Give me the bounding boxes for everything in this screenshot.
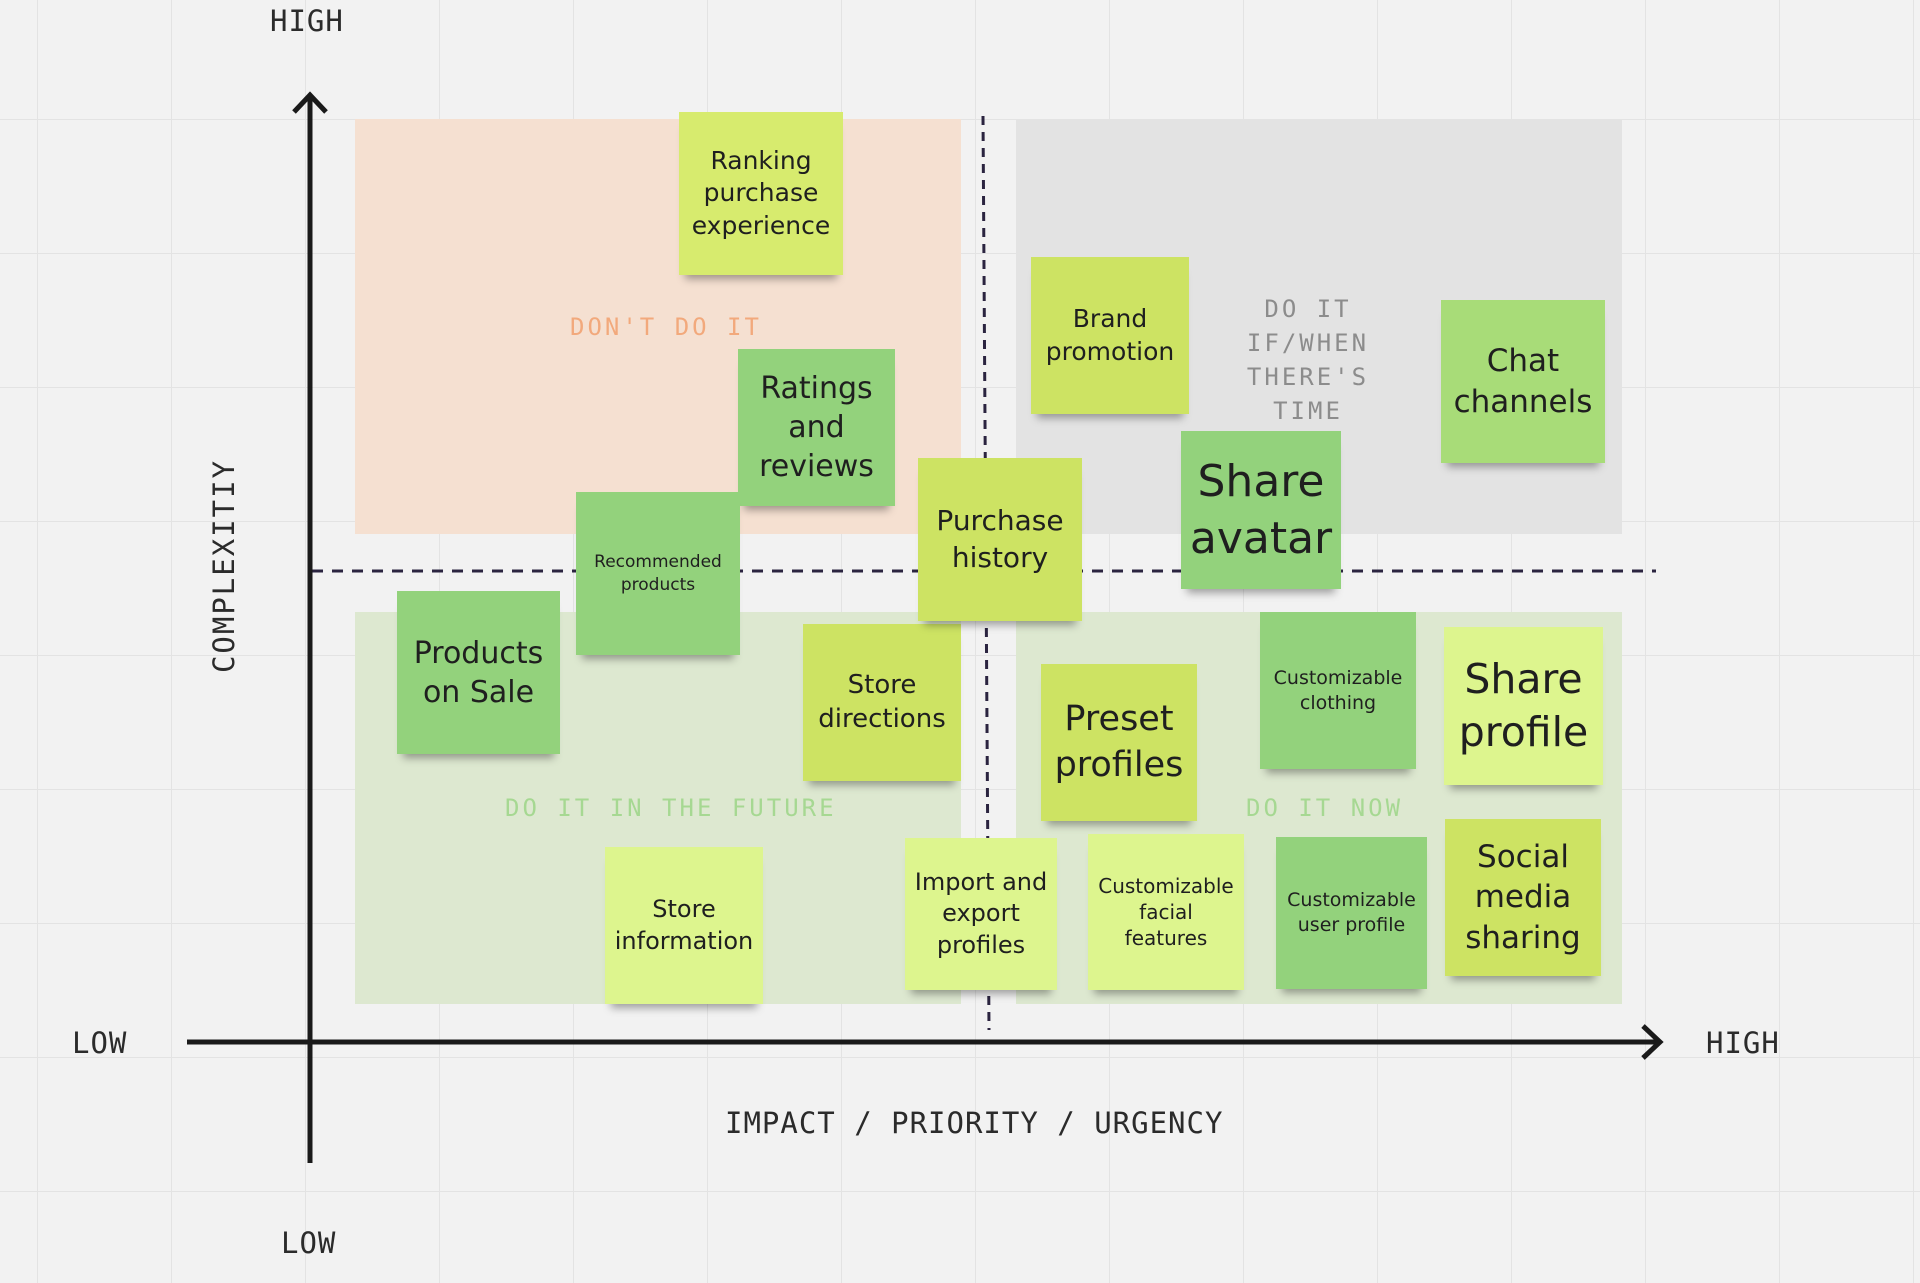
sticky-note-social-media-sharing[interactable]: Social media sharing (1445, 819, 1601, 976)
sticky-note-ranking-purchase-experience[interactable]: Ranking purchase experience (679, 112, 843, 275)
label-dont-do-it: DON'T DO IT (570, 313, 762, 341)
sticky-note-customizable-facial-features[interactable]: Customizable facial features (1088, 834, 1244, 990)
sticky-note-products-on-sale[interactable]: Products on Sale (397, 591, 560, 754)
x-axis-low-label: LOW (72, 1026, 128, 1060)
sticky-note-store-information[interactable]: Store information (605, 847, 763, 1004)
y-axis-low-label: LOW (281, 1226, 337, 1260)
sticky-note-preset-profiles[interactable]: Preset profiles (1041, 664, 1197, 821)
sticky-note-ratings-and-reviews[interactable]: Ratings and reviews (738, 349, 895, 506)
y-axis-arrowhead (292, 91, 328, 114)
y-axis-high-label: HIGH (270, 4, 344, 38)
label-do-it-if-time: DO IT IF/WHEN THERE'S TIME (1246, 295, 1370, 425)
x-axis-title: IMPACT / PRIORITY / URGENCY (725, 1106, 1224, 1140)
sticky-note-brand-promotion[interactable]: Brand promotion (1031, 257, 1189, 414)
sticky-note-share-profile[interactable]: Share profile (1444, 627, 1603, 785)
sticky-note-customizable-clothing[interactable]: Customizable clothing (1260, 612, 1416, 769)
sticky-note-share-avatar[interactable]: Share avatar (1181, 431, 1341, 589)
y-axis-title: COMPLEXITIY (207, 458, 241, 674)
sticky-note-recommended-products[interactable]: Recommended products (576, 492, 740, 655)
sticky-note-chat-channels[interactable]: Chat channels (1441, 300, 1605, 463)
sticky-note-purchase-history[interactable]: Purchase history (918, 458, 1082, 621)
x-axis-high-label: HIGH (1706, 1026, 1780, 1060)
label-do-it-in-future: DO IT IN THE FUTURE (505, 794, 837, 822)
vertical-divider (981, 115, 991, 1031)
sticky-note-import-and-export-profiles[interactable]: Import and export profiles (905, 838, 1057, 990)
x-axis-arrowhead (1641, 1024, 1664, 1060)
sticky-note-customizable-user-profile[interactable]: Customizable user profile (1276, 837, 1427, 989)
sticky-note-store-directions[interactable]: Store directions (803, 624, 961, 781)
label-do-it-now: DO IT NOW (1246, 794, 1404, 822)
